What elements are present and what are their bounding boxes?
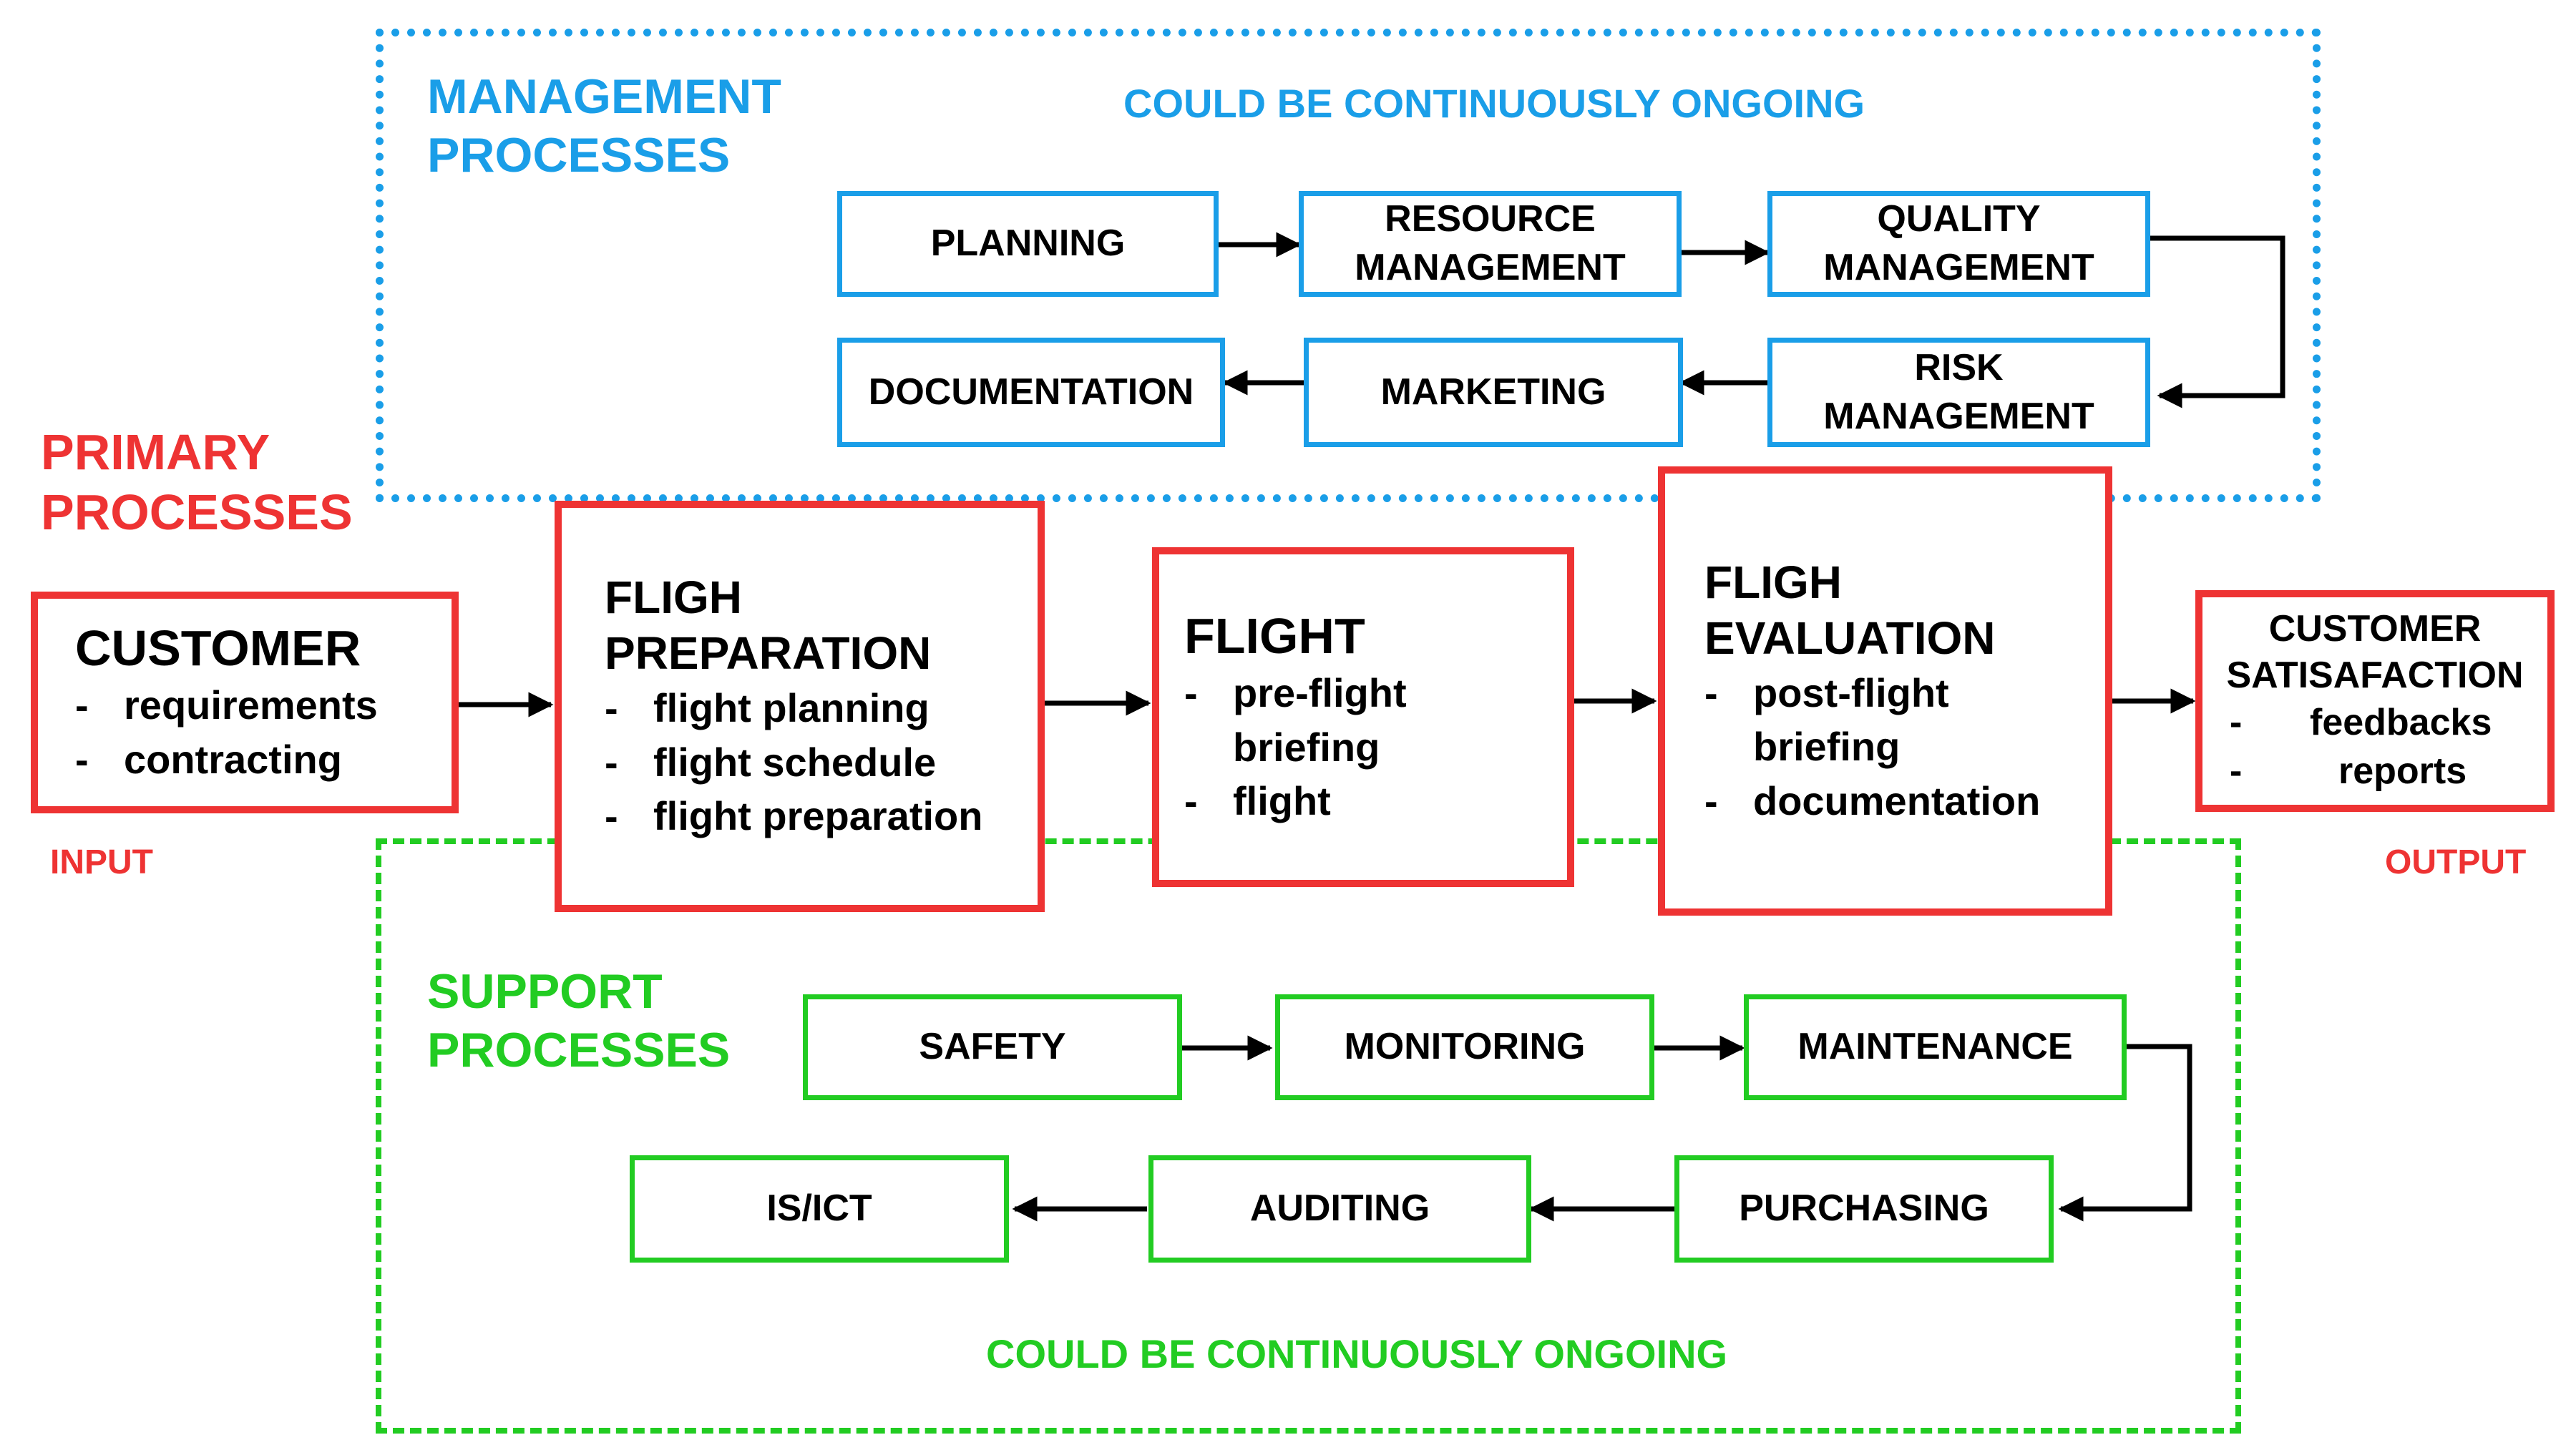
maintenance-box: MAINTENANCE [1744, 994, 2127, 1100]
support-heading-line1: SUPPORT [427, 964, 663, 1019]
quality-management-box: QUALITY MANAGEMENT [1767, 191, 2150, 297]
item-text: pre-flight [1233, 670, 1407, 716]
safety-box: SAFETY [803, 994, 1182, 1100]
monitoring-box: MONITORING [1275, 994, 1654, 1100]
marketing-box: MARKETING [1304, 338, 1683, 447]
flight-item-preflight: - pre-flight [1184, 666, 1567, 720]
support-ongoing-note: COULD BE CONTINUOUSLY ONGOING [986, 1331, 1728, 1376]
item-text: flight schedule [653, 739, 937, 785]
isict-label: IS/ICT [766, 1187, 872, 1230]
arrow-quality-risk [2150, 235, 2285, 408]
flight-item-briefing: briefing [1184, 720, 1567, 775]
item-text: contracting [124, 737, 342, 782]
documentation-box: DOCUMENTATION [837, 338, 1225, 447]
preparation-item-planning: - flight planning [605, 681, 1038, 735]
customer-item-contracting: - contracting [75, 733, 452, 787]
evaluation-item-documentation: - documentation [1704, 774, 2105, 828]
customer-title: CUSTOMER [75, 620, 361, 677]
planning-box: PLANNING [837, 191, 1219, 297]
dash: - [605, 793, 618, 839]
isict-box: IS/ICT [630, 1155, 1009, 1263]
primary-heading-line1: PRIMARY [41, 424, 270, 480]
maintenance-label: MAINTENANCE [1797, 1026, 2073, 1068]
auditing-label: AUDITING [1249, 1187, 1430, 1230]
item-text: flight [1233, 778, 1331, 824]
item-text: post-flight [1753, 670, 1949, 715]
item-text: documentation [1753, 778, 2041, 823]
auditing-box: AUDITING [1148, 1155, 1531, 1263]
item-text: briefing [1753, 724, 1901, 770]
marketing-label: MARKETING [1380, 371, 1606, 413]
item-text: requirements [124, 682, 378, 728]
dash-spacer [1184, 720, 1233, 775]
satisfaction-title-line1: CUSTOMER [2268, 608, 2482, 650]
management-processes-region [376, 29, 2321, 502]
management-heading-line2: PROCESSES [427, 127, 731, 182]
management-processes-heading: MANAGEMENT PROCESSES [427, 68, 781, 185]
satisfaction-title-line2: SATISAFACTION [2226, 655, 2524, 697]
item-text: flight planning [653, 685, 930, 731]
item-text: flight preparation [653, 793, 983, 839]
resource-label-line1: RESOURCE [1385, 198, 1596, 240]
item-text: feedbacks [2310, 702, 2492, 744]
planning-label: PLANNING [930, 222, 1126, 265]
flight-evaluation-box: FLIGH EVALUATION - post-flight briefing … [1658, 466, 2112, 916]
resource-label-line2: MANAGEMENT [1355, 247, 1626, 288]
dash-spacer [1704, 720, 1753, 774]
primary-processes-heading: PRIMARY PROCESSES [41, 422, 353, 542]
evaluation-title-line2: EVALUATION [1704, 612, 1996, 664]
arrow-maintenance-purchasing [2058, 1044, 2192, 1222]
item-text: reports [2338, 750, 2467, 792]
preparation-item-preparation: - flight preparation [605, 789, 1038, 843]
preparation-item-schedule: - flight schedule [605, 735, 1038, 790]
flight-box: FLIGHT - pre-flight briefing - flight [1152, 547, 1574, 887]
quality-label-line1: QUALITY [1877, 198, 2041, 240]
risk-label-line1: RISK [1914, 346, 2004, 388]
flight-title: FLIGHT [1184, 608, 1365, 665]
evaluation-title-line1: FLIGH [1704, 556, 1842, 608]
dash: - [2230, 702, 2243, 744]
dash: - [605, 739, 618, 785]
preparation-title-line2: PREPARATION [605, 627, 932, 680]
flight-item-flight: - flight [1184, 774, 1567, 828]
safety-label: SAFETY [919, 1026, 1066, 1068]
satisfaction-item-reports: - reports [2202, 748, 2547, 796]
dash: - [1184, 670, 1198, 716]
dash: - [1184, 778, 1198, 824]
dash: - [1704, 670, 1718, 715]
documentation-label: DOCUMENTATION [868, 371, 1194, 413]
evaluation-item-postflight: - post-flight [1704, 666, 2105, 720]
support-heading-line2: PROCESSES [427, 1022, 731, 1077]
satisfaction-item-feedbacks: - feedbacks [2202, 699, 2547, 748]
quality-label-line2: MANAGEMENT [1823, 247, 2094, 288]
primary-heading-line2: PROCESSES [41, 484, 353, 540]
input-label: INPUT [50, 843, 153, 881]
preparation-title-line1: FLIGH [605, 572, 742, 624]
resource-management-box: RESOURCE MANAGEMENT [1299, 191, 1682, 297]
support-processes-heading: SUPPORT PROCESSES [427, 963, 730, 1079]
risk-label-line2: MANAGEMENT [1823, 395, 2094, 437]
risk-management-box: RISK MANAGEMENT [1767, 338, 2150, 447]
item-text: briefing [1233, 724, 1380, 770]
dash: - [1704, 778, 1718, 823]
output-label: OUTPUT [2385, 843, 2527, 881]
customer-item-requirements: - requirements [75, 678, 452, 733]
dash: - [75, 737, 89, 782]
customer-box: CUSTOMER - requirements - contracting [31, 592, 459, 813]
evaluation-item-briefing: briefing [1704, 720, 2105, 774]
dash: - [2230, 750, 2243, 792]
flight-preparation-box: FLIGH PREPARATION - flight planning - fl… [555, 501, 1045, 912]
monitoring-label: MONITORING [1344, 1026, 1586, 1068]
customer-satisfaction-box: CUSTOMER SATISAFACTION - feedbacks - rep… [2195, 590, 2555, 812]
dash: - [75, 682, 89, 728]
dash: - [605, 685, 618, 731]
management-ongoing-note: COULD BE CONTINUOUSLY ONGOING [1123, 81, 1865, 126]
purchasing-label: PURCHASING [1739, 1187, 1989, 1230]
purchasing-box: PURCHASING [1674, 1155, 2054, 1263]
management-heading-line1: MANAGEMENT [427, 69, 781, 124]
